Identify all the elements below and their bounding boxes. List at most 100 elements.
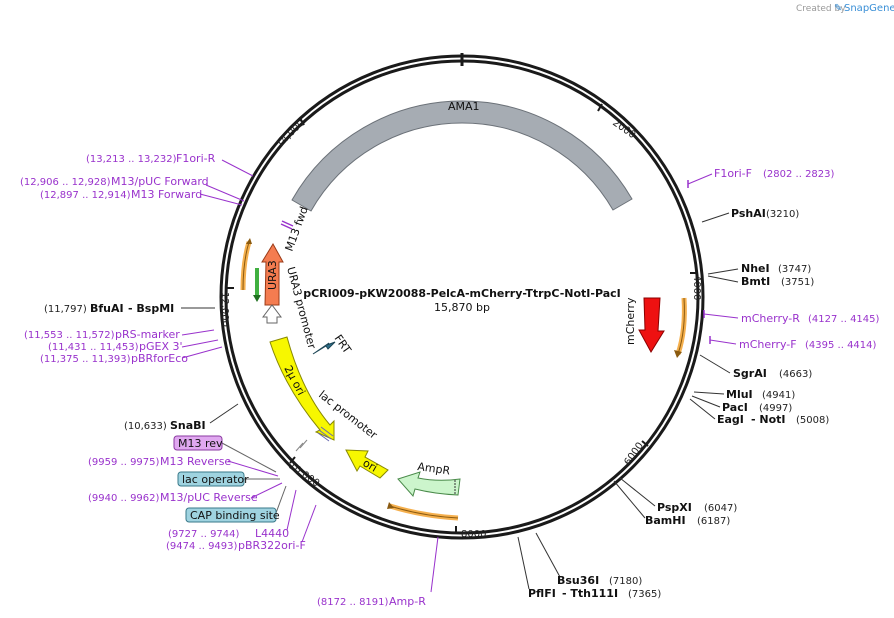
site-bfuai-pos: (11,797) xyxy=(44,304,87,315)
primer-line-prs-marker xyxy=(181,329,215,336)
lac-site-mark-2 xyxy=(318,429,332,440)
cap-site-leader xyxy=(275,485,287,514)
lac-operator-box[interactable] xyxy=(177,471,245,487)
site-noti-name[interactable]: - NotI xyxy=(751,413,786,426)
primer-pbrforeco-pos: (11,375 .. 11,393) xyxy=(40,354,131,365)
ampr-orf-arc xyxy=(389,503,459,521)
lac-region-mark xyxy=(299,439,308,449)
primer-f1ori-r-name[interactable]: F1ori-R xyxy=(176,152,216,165)
lac-site-mark-1 xyxy=(320,426,334,437)
site-line-mlui xyxy=(693,391,725,395)
site-snabi-pos: (10,633) xyxy=(124,421,167,432)
primer-m13puc-fwd-name[interactable]: M13/pUC Forward xyxy=(111,175,209,188)
site-bsu36i-name[interactable]: Bsu36I xyxy=(557,574,599,587)
site-pspxi-name[interactable]: PspXI xyxy=(657,501,692,514)
m13-rev-box[interactable] xyxy=(173,435,223,451)
ama1-label: AMA1 xyxy=(448,100,480,113)
site-tth111i-name[interactable]: - Tth111I xyxy=(562,587,618,600)
site-pspxi-pos: (6047) xyxy=(704,503,737,514)
primer-m13-reverse-name[interactable]: M13 Reverse xyxy=(160,455,231,468)
tick-label-6000: 6000 xyxy=(622,441,646,468)
m13-rev-leader xyxy=(221,442,277,473)
ura3-green-orf-arrowhead xyxy=(253,295,261,302)
ori-feature[interactable] xyxy=(345,449,389,479)
primer-pgex3-name[interactable]: pGEX 3' xyxy=(139,340,183,353)
ura3-promoter-label: URA3 promoter xyxy=(284,265,319,350)
primer-mcherry-f-name[interactable]: mCherry-F xyxy=(739,338,797,351)
cap-site-box[interactable] xyxy=(185,507,277,523)
site-line-nhei xyxy=(707,268,739,275)
primer-l4440-name[interactable]: L4440 xyxy=(255,527,289,540)
site-line-bmti xyxy=(707,275,739,283)
snapgene-logo-icon: ✎ xyxy=(834,3,842,14)
watermark-brand: SnapGene xyxy=(844,3,894,14)
site-line-pflfi xyxy=(517,536,530,590)
m13-fwd-label: M13 fwd xyxy=(283,205,311,253)
primer-pbr322ori-f-pos: (9474 .. 9493) xyxy=(166,541,238,552)
ura3-feature[interactable] xyxy=(261,243,284,306)
tick-label-8000: 8000 xyxy=(461,529,486,540)
site-paci-name[interactable]: PacI xyxy=(722,401,748,414)
site-line-snabi xyxy=(209,403,239,424)
plasmid-name: pCRI009-pKW20088-PelcA-mCherry-TtrpC-Not… xyxy=(303,287,621,300)
primer-m13puc-reverse-pos: (9940 .. 9962) xyxy=(88,493,160,504)
mcherry-feature[interactable] xyxy=(638,297,665,353)
primer-f1ori-r-pos: (13,213 .. 13,232) xyxy=(86,154,177,165)
cap-site-label: CAP binding site xyxy=(190,509,280,522)
primer-l4440-pos: (9727 .. 9744) xyxy=(168,529,240,540)
ampr-label: AmpR xyxy=(417,460,452,477)
site-pshai-name[interactable]: PshAI xyxy=(731,207,766,220)
tick-label-4000: 4000 xyxy=(691,275,702,300)
ura3-promoter-feature[interactable] xyxy=(262,304,282,324)
primer-line-amp-r xyxy=(430,536,439,593)
primer-pgex3-pos: (11,431 .. 11,453) xyxy=(48,342,139,353)
primer-pbr322ori-f-name[interactable]: pBR322ori-F xyxy=(238,539,306,552)
primer-mcherry-r-name[interactable]: mCherry-R xyxy=(741,312,800,325)
primer-m13puc-reverse-name[interactable]: M13/pUC Reverse xyxy=(160,491,258,504)
primer-m13-fwd-name[interactable]: M13 Forward xyxy=(131,188,202,201)
tick-label-12000: 12,000 xyxy=(219,292,230,327)
site-sgrai-name[interactable]: SgrAI xyxy=(733,367,767,380)
site-snabi-name[interactable]: SnaBI xyxy=(170,419,206,432)
site-bfuai-name[interactable]: BfuAI xyxy=(90,302,124,315)
ampr-orf-arrowhead xyxy=(387,502,394,509)
two-micron-ori-feature[interactable] xyxy=(269,336,335,441)
frt-feature[interactable] xyxy=(312,341,336,355)
ori-label: ori xyxy=(361,456,380,474)
primer-f1ori-f-name[interactable]: F1ori-F xyxy=(714,167,752,180)
primer-amp-r-name[interactable]: Amp-R xyxy=(389,595,426,608)
primer-m13puc-fwd-pos: (12,906 .. 12,928) xyxy=(20,177,111,188)
primer-amp-r-pos: (8172 .. 8191) xyxy=(317,597,389,608)
primer-mcherry-f-pos: (4395 .. 4414) xyxy=(805,340,877,351)
site-nhei-pos: (3747) xyxy=(778,264,811,275)
site-eagi-name[interactable]: EagI xyxy=(717,413,744,426)
site-bmti-name[interactable]: BmtI xyxy=(741,275,770,288)
tick-6000 xyxy=(641,440,649,447)
primer-line-f1ori-r xyxy=(221,159,254,177)
ampr-feature[interactable] xyxy=(397,471,461,498)
site-bamhi-name[interactable]: BamHI xyxy=(645,514,686,527)
site-pflfi-name[interactable]: PflFI xyxy=(528,587,556,600)
tick-label-14000: 14,000 xyxy=(274,118,307,151)
primer-prs-marker-name[interactable]: pRS-marker xyxy=(115,328,180,341)
ama1-feature[interactable] xyxy=(291,100,633,212)
primer-line-m13puc-reverse xyxy=(250,482,283,499)
site-bmti-pos: (3751) xyxy=(781,277,814,288)
site-line-pshai xyxy=(701,212,730,223)
site-line-paci xyxy=(691,395,721,408)
primer-line-f1ori-f xyxy=(687,173,713,185)
tick-label-2000: 2000 xyxy=(610,117,637,141)
site-bspmi-name[interactable]: - BspMI xyxy=(128,302,174,315)
site-paci-pos: (4997) xyxy=(759,403,792,414)
primer-line-mcherry-r xyxy=(703,313,739,319)
primer-line-m13-fwd xyxy=(199,193,243,206)
primer-pbrforeco-name[interactable]: pBRforEco xyxy=(131,352,188,365)
primer-f1ori-f-pos: (2802 .. 2823) xyxy=(763,169,835,180)
tick-label-10000: 10,000 xyxy=(286,460,321,489)
site-line-bsu36i xyxy=(535,532,561,578)
site-nhei-name[interactable]: NheI xyxy=(741,262,770,275)
site-eagi-pos: (5008) xyxy=(796,415,829,426)
site-mlui-name[interactable]: MluI xyxy=(726,388,753,401)
